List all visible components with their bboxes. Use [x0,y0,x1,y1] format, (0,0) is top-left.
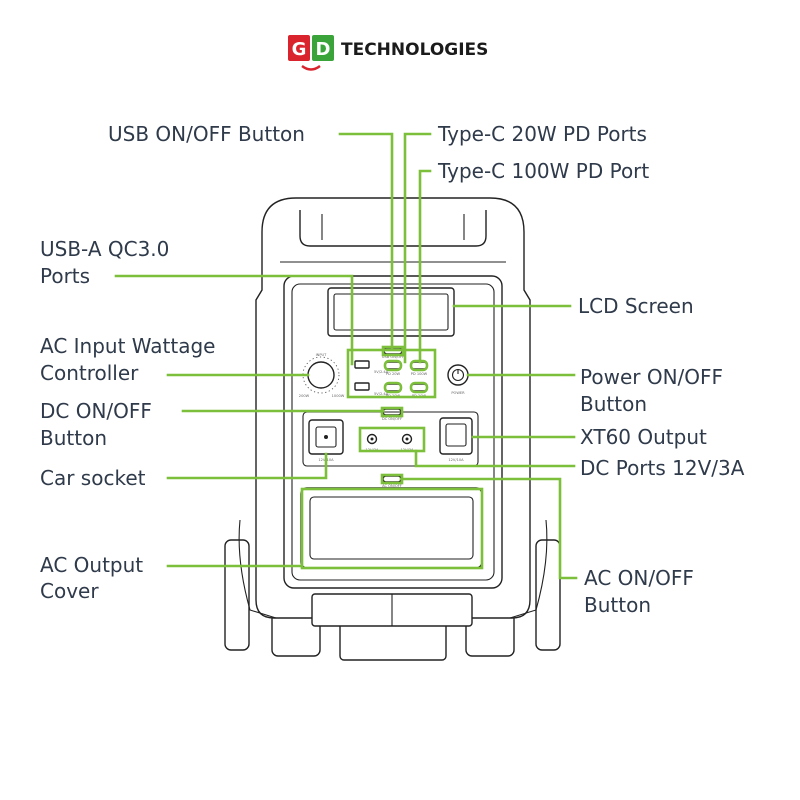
left-wheel-outer [224,539,250,651]
leader-usb-button [338,132,394,351]
type-c-20w-port-1-text: PD 20W [386,372,401,376]
label-typec-100w: Type-C 100W PD Port [437,159,649,183]
leader-typec-100w [418,169,432,364]
logo-letter-d: D [316,39,331,60]
label-power-line1: Power ON/OFF [580,365,723,389]
highlight-boxes [300,345,484,570]
type-c-20w-port-1 [384,361,402,370]
ac-onoff-text: AC ON/OFF [382,484,402,488]
ac-input-dial-ticks [302,356,340,394]
car-socket-inner [315,426,337,448]
xt60-output-inner [445,423,467,447]
callout-labels: USB ON/OFF Button Type-C 20W PD Ports Ty… [40,122,745,617]
label-ac-input-line1: AC Input Wattage [40,334,216,358]
leader-typec-20w [403,132,432,364]
dial-min-label: 200W [299,394,310,398]
label-usb-a-line1: USB-A QC3.0 [40,237,169,261]
dc-ports-highlight-box [358,426,426,453]
xt60-output [439,417,473,455]
ac-input-dial [307,361,335,389]
dial-max-label: 1000W [332,394,345,398]
label-ac-button-line1: AC ON/OFF [584,566,694,590]
label-typec-20w: Type-C 20W PD Ports [437,122,647,146]
logo-smile [301,65,321,71]
usb-a-port-1 [354,360,370,369]
label-dc-ports: DC Ports 12V/3A [580,456,745,480]
label-xt60: XT60 Output [580,425,707,449]
ac-output-cover-inner [309,496,474,560]
leader-dc-ports [414,449,576,468]
bottom-stand [339,621,447,661]
ac-cover-highlight-box [300,487,484,570]
power-button [447,364,469,386]
pd20-port3-highlight [409,381,429,394]
label-car-socket: Car socket [40,466,146,490]
type-c-20w-port-2 [384,383,402,392]
xt60-rating: 12V/10A [448,458,464,462]
leader-usb-a [114,274,354,366]
handle-grip-lines [321,214,465,240]
label-ac-input-line2: Controller [40,361,139,385]
power-station-drawing: USB ON/OFF 5V/2.4A 5V/2.4A PD 20W PD 100… [224,197,561,661]
logo-g-block [288,35,310,61]
label-ac-button-line2: Button [584,593,651,617]
label-dc-button-line2: Button [40,426,107,450]
dc-port-2-pin [405,437,409,441]
usb-a-port-1-rating: 5V/2.4A [374,370,389,374]
label-usb-button: USB ON/OFF Button [108,122,305,146]
ac-onoff-button [382,475,402,483]
pd20-port2-highlight [383,381,403,394]
label-lcd: LCD Screen [578,294,694,318]
car-socket-pin [324,435,328,439]
type-c-100w-port-text: PD 100W [411,372,428,376]
leader-car-socket [166,452,328,480]
leader-ac-button [399,477,578,580]
dc-output-section [302,411,479,467]
label-usb-a-line2: Ports [40,264,90,288]
right-wheel-outer [535,539,561,651]
logo-letter-g: G [292,39,307,60]
dc-onoff-text: DC ON/OFF [382,417,402,421]
power-button-text: POWER [451,391,465,395]
label-power-line2: Button [580,392,647,416]
ac-output-cover [300,487,483,569]
pd20-port-highlight [383,359,403,372]
label-ac-cover-line2: Cover [40,579,99,603]
label-ac-cover-line1: AC Output [40,553,143,577]
type-c-20w-port-3 [410,383,428,392]
dial-label: INPUT [316,353,328,357]
logo-d-block [312,35,334,61]
usb-a-port-2-rating: 5V/2.4A [374,392,389,396]
leader-lines [114,132,578,580]
dc-port-1-pin [370,437,374,441]
brand-logo: G D TECHNOLOGIES [288,35,488,71]
brand-name: TECHNOLOGIES [341,40,488,60]
usb-a-port-2 [354,382,370,391]
right-side-curve [509,519,548,619]
label-dc-button-line1: DC ON/OFF [40,399,152,423]
usb-onoff-text: USB ON/OFF [382,355,404,359]
